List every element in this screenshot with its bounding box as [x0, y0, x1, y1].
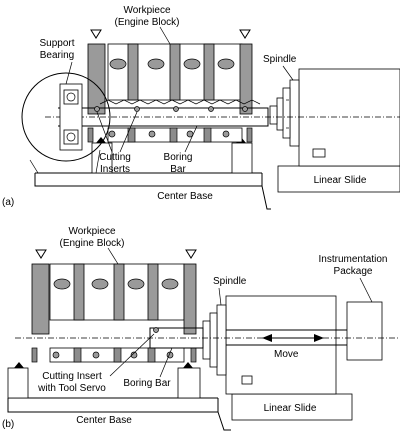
- base-support-right-b: [177, 367, 201, 399]
- top-marker-a-right: [239, 29, 251, 39]
- top-marker-b-left: [35, 249, 47, 259]
- panel-a: Workpiece (Engine Block) Support Bearing…: [2, 5, 400, 210]
- workpiece-a: [87, 29, 253, 143]
- label-center-base-a: Center Base: [157, 191, 213, 202]
- insert-b: [153, 327, 159, 333]
- label-cutting-a-2: Inserts: [100, 164, 130, 175]
- label-workpiece-a-1: Workpiece: [123, 5, 170, 16]
- workpiece-b: [31, 249, 197, 363]
- label-workpiece-a-2: (Engine Block): [114, 17, 179, 28]
- label-center-base-b: Center Base: [76, 415, 132, 426]
- panel-b: Workpiece (Engine Block) Spindle Instrum…: [2, 226, 400, 431]
- base-support-right-a: [231, 142, 253, 174]
- linear-slide-box-b: [231, 393, 353, 421]
- label-spindle-a: Spindle: [263, 54, 297, 65]
- label-cutting-a-1: Cutting: [99, 152, 131, 163]
- label-cutting-b-1: Cutting Insert: [42, 371, 102, 382]
- port-a-1: [109, 58, 127, 70]
- label-linear-slide-a: Linear Slide: [314, 175, 367, 186]
- label-move: Move: [274, 349, 299, 360]
- label-boring-b: Boring Bar: [123, 378, 171, 389]
- spindle-flange-a: [289, 79, 300, 147]
- top-marker-a-left: [90, 29, 102, 39]
- center-base-b: [7, 362, 231, 431]
- label-instrumentation-1: Instrumentation: [319, 254, 388, 265]
- linear-slide-box-a: [277, 165, 400, 193]
- label-panel-b: (b): [2, 419, 14, 430]
- wall-a-5: [239, 43, 253, 115]
- spindle-flange-b: [216, 304, 227, 376]
- wall-a-1: [87, 43, 106, 115]
- label-panel-a: (a): [2, 197, 14, 208]
- support-bearing-a: [21, 72, 111, 174]
- label-support-a-2: Bearing: [40, 50, 74, 61]
- base-support-left-b: [7, 367, 29, 399]
- wall-b-1: [31, 263, 50, 335]
- label-workpiece-b-1: Workpiece: [68, 226, 115, 237]
- bearing-callout-circle: [21, 72, 111, 162]
- port-b-1: [53, 278, 71, 290]
- label-cutting-b-2: with Tool Servo: [37, 383, 106, 394]
- label-support-a-1: Support: [39, 38, 74, 49]
- label-instrumentation-2: Package: [334, 266, 373, 277]
- label-boring-a-1: Boring: [164, 152, 193, 163]
- label-workpiece-b-2: (Engine Block): [59, 238, 124, 249]
- label-linear-slide-b: Linear Slide: [264, 403, 317, 414]
- insert-a-1: [94, 106, 100, 112]
- label-boring-a-2: Bar: [170, 164, 186, 175]
- label-spindle-b: Spindle: [213, 276, 247, 287]
- top-marker-b-right: [185, 249, 197, 259]
- instrumentation-box: [346, 301, 383, 361]
- linear-slide-a: [269, 68, 400, 193]
- boring-bar-a: [45, 99, 400, 127]
- wall-b-5: [183, 263, 197, 335]
- boring-bar-b: [15, 327, 400, 349]
